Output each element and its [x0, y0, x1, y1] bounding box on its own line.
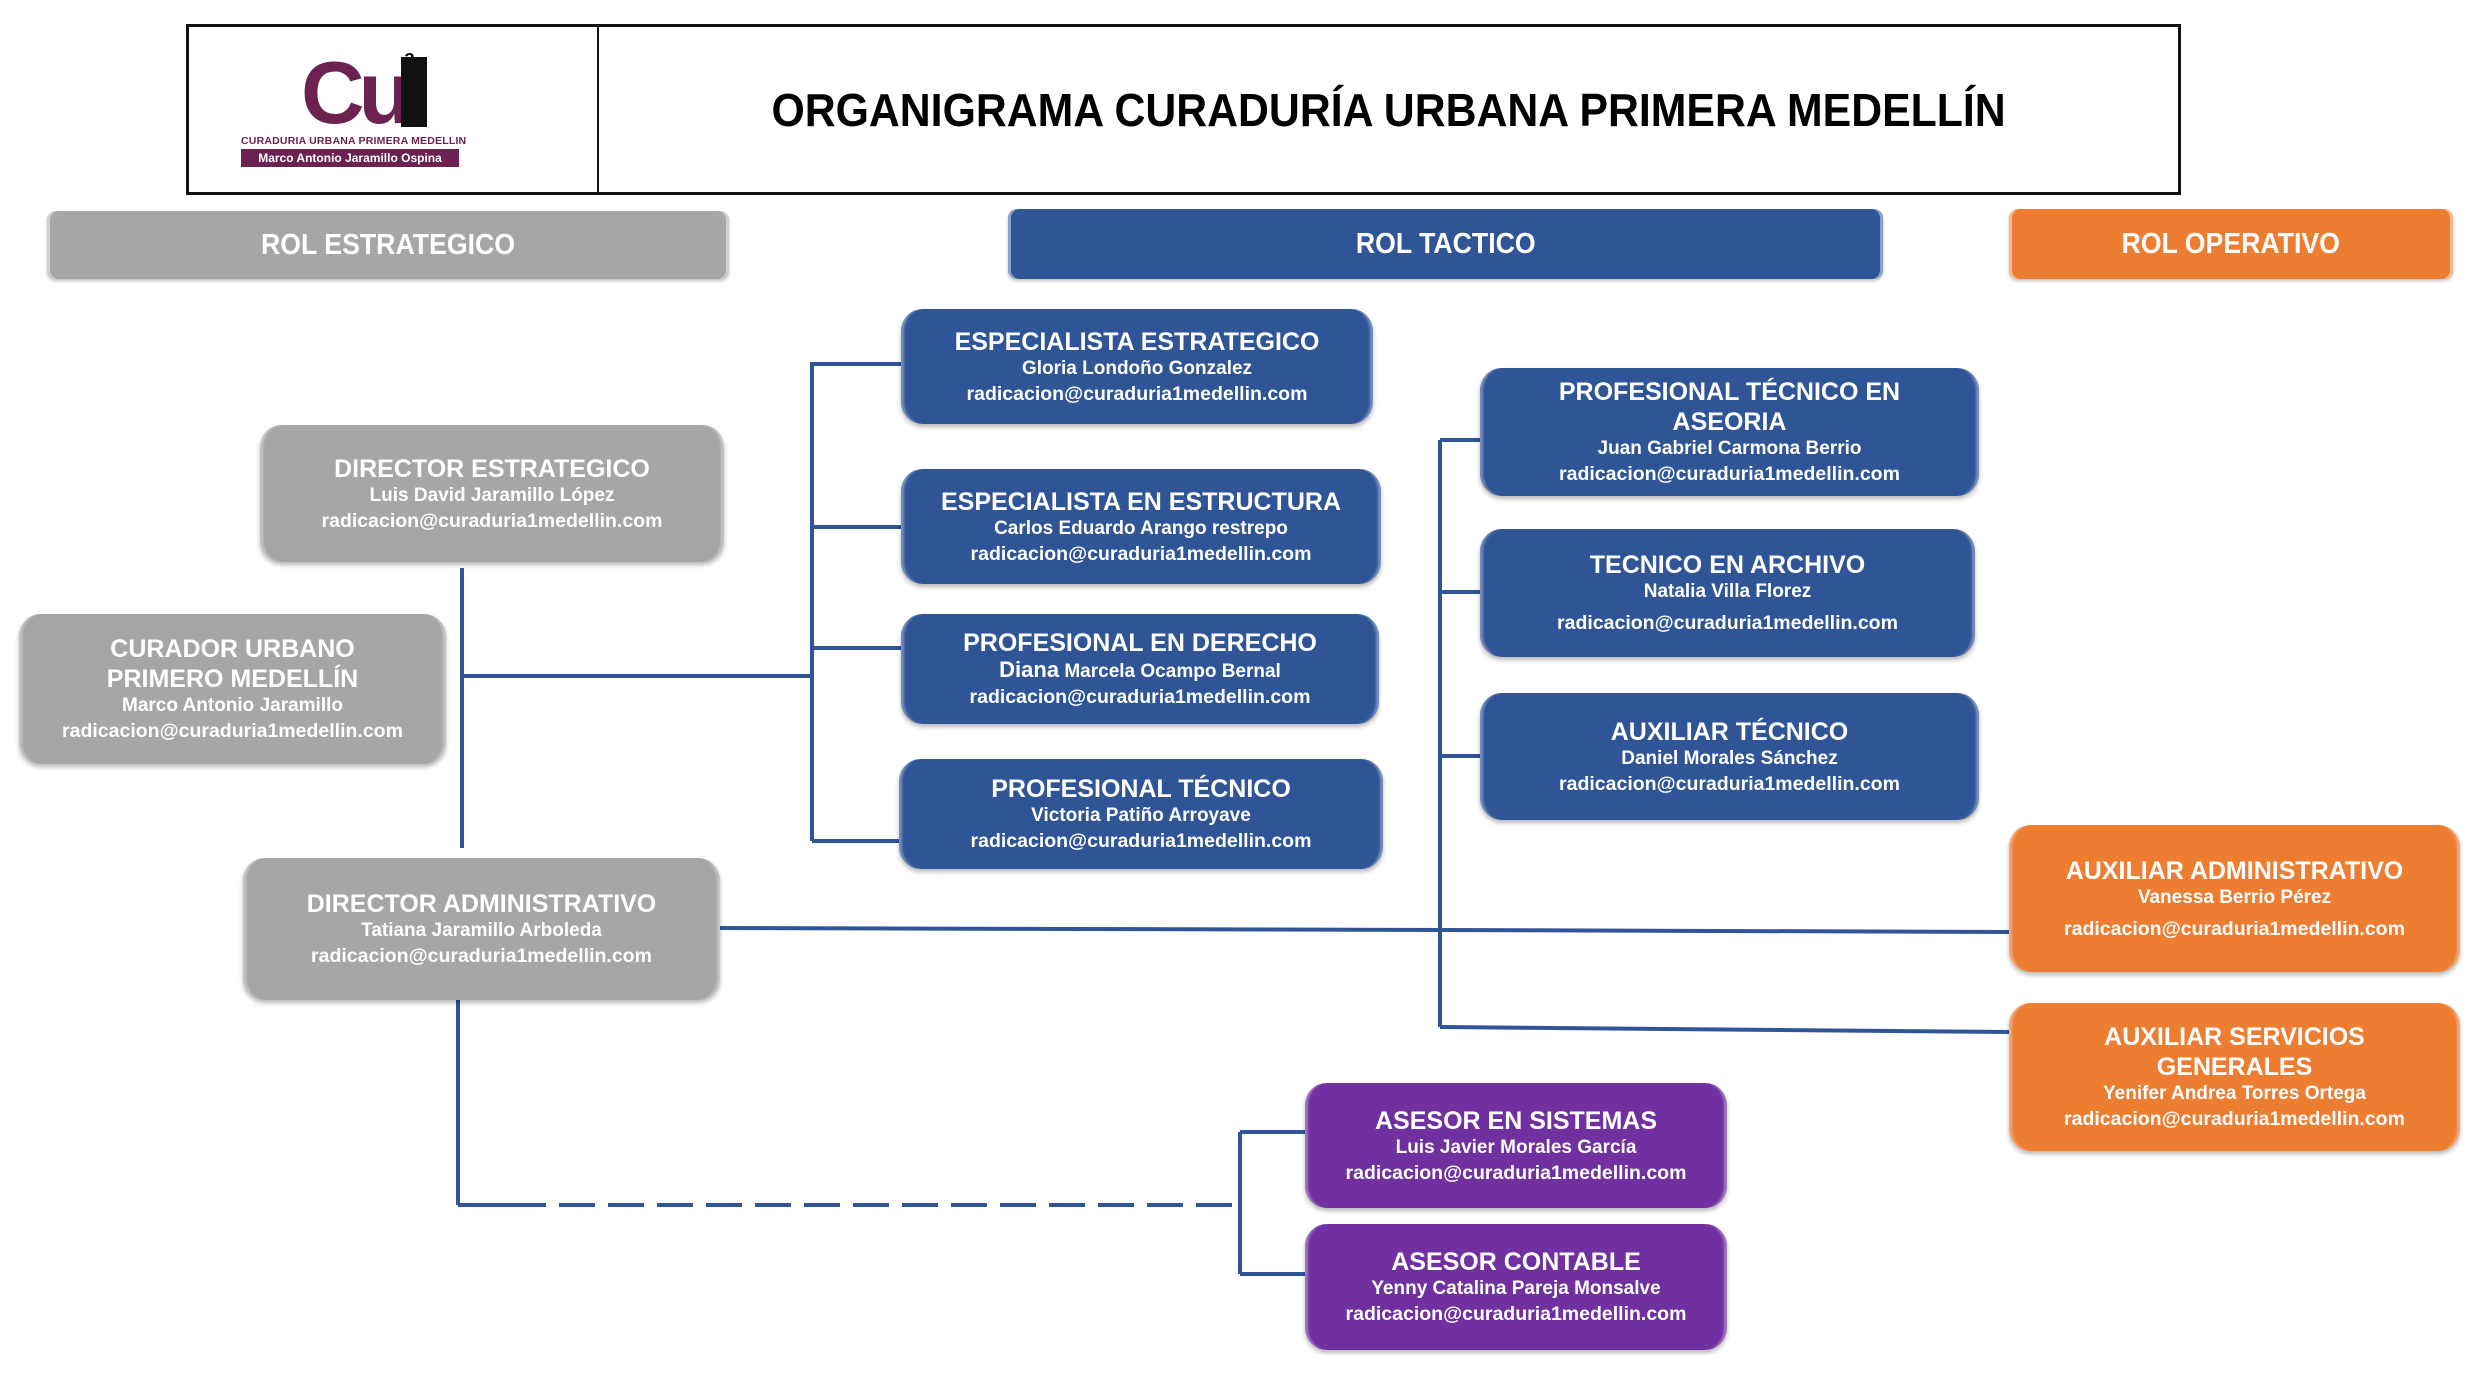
- role-strategic-label: ROL ESTRATEGICO: [261, 228, 515, 261]
- node-email: radicacion@curaduria1medellin.com: [321, 509, 663, 532]
- role-tactical: ROL TACTICO: [1008, 209, 1883, 279]
- node-tecnico-archivo[interactable]: TECNICO EN ARCHIVO Natalia Villa Florez …: [1480, 529, 1975, 657]
- node-title: DIRECTOR ADMINISTRATIVO: [306, 890, 657, 918]
- node-title-line2: GENERALES: [2156, 1053, 2313, 1081]
- logo-number-block: [401, 57, 427, 127]
- node-title: AUXILIAR TÉCNICO: [1610, 717, 1849, 746]
- node-person: Luis Javier Morales García: [1395, 1136, 1637, 1158]
- node-person: Victoria Patiño Arroyave: [1031, 805, 1251, 826]
- node-title: AUXILIAR ADMINISTRATIVO: [2065, 856, 2404, 885]
- node-person: Gloria Londoño Gonzalez: [1021, 357, 1253, 379]
- connector-auxiliar-servicios: [1439, 1025, 2011, 1034]
- node-email: radicacion@curaduria1medellin.com: [1557, 612, 1898, 634]
- node-asesor-sistemas[interactable]: ASESOR EN SISTEMAS Luis Javier Morales G…: [1305, 1083, 1727, 1208]
- node-auxiliar-servicios-generales[interactable]: AUXILIAR SERVICIOS GENERALES Yenifer And…: [2009, 1003, 2460, 1151]
- logo-subtitle: CURADURIA URBANA PRIMERA MEDELLIN: [241, 135, 467, 147]
- role-operative: ROL OPERATIVO: [2009, 209, 2453, 279]
- node-person: Juan Gabriel Carmona Berrio: [1597, 438, 1862, 459]
- node-person: Vanessa Berrio Pérez: [2137, 886, 2332, 908]
- node-email: radicacion@curaduria1medellin.com: [1345, 1161, 1687, 1184]
- node-title: ASESOR EN SISTEMAS: [1375, 1106, 1657, 1135]
- node-title: ASESOR CONTABLE: [1391, 1248, 1641, 1276]
- node-email: radicacion@curaduria1medellin.com: [2064, 917, 2405, 940]
- node-email: radicacion@curaduria1medellin.com: [311, 945, 652, 967]
- node-especialista-estructura[interactable]: ESPECIALISTA EN ESTRUCTURA Carlos Eduard…: [901, 469, 1381, 584]
- logo-mark: Cu a: [301, 47, 427, 137]
- node-title-line1: AUXILIAR SERVICIOS: [2104, 1023, 2365, 1051]
- node-person: Carlos Eduardo Arango restrepo: [994, 517, 1288, 539]
- node-email: radicacion@curaduria1medellin.com: [1559, 772, 1900, 795]
- node-title-line2: PRIMERO MEDELLÍN: [106, 665, 359, 693]
- node-title: PROFESIONAL EN DERECHO: [963, 629, 1317, 657]
- node-director-administrativo[interactable]: DIRECTOR ADMINISTRATIVO Tatiana Jaramill…: [243, 858, 720, 1000]
- node-email: radicacion@curaduria1medellin.com: [1345, 1303, 1687, 1325]
- node-title: ESPECIALISTA EN ESTRUCTURA: [940, 487, 1342, 516]
- node-email: radicacion@curaduria1medellin.com: [970, 542, 1312, 565]
- connector-admin-auxiliar-administrativo: [719, 926, 2011, 934]
- node-email: radicacion@curaduria1medellin.com: [2064, 1108, 2405, 1130]
- node-email: radicacion@curaduria1medellin.com: [970, 830, 1312, 852]
- node-person: Luis David Jaramillo López: [369, 484, 615, 506]
- node-person: Natalia Villa Florez: [1643, 581, 1812, 602]
- node-title-line1: PROFESIONAL TÉCNICO EN: [1558, 378, 1901, 406]
- node-profesional-tecnico-aseoria[interactable]: PROFESIONAL TÉCNICO EN ASEORIA Juan Gabr…: [1480, 368, 1979, 496]
- logo-superscript: a: [404, 47, 416, 69]
- node-curador[interactable]: CURADOR URBANO PRIMERO MEDELLÍN Marco An…: [19, 614, 446, 764]
- node-person: Diana Marcela Ocampo Bernal: [999, 658, 1281, 684]
- role-tactical-label: ROL TACTICO: [1355, 227, 1536, 260]
- node-profesional-derecho[interactable]: PROFESIONAL EN DERECHO Diana Marcela Oca…: [901, 614, 1379, 724]
- node-title: ESPECIALISTA ESTRATEGICO: [954, 327, 1320, 356]
- node-title: TECNICO EN ARCHIVO: [1589, 551, 1866, 579]
- node-email: radicacion@curaduria1medellin.com: [969, 686, 1311, 708]
- node-title: DIRECTOR ESTRATEGICO: [334, 454, 650, 483]
- role-strategic: ROL ESTRATEGICO: [47, 211, 729, 279]
- node-person: Tatiana Jaramillo Arboleda: [361, 920, 602, 941]
- header: Cu a CURADURIA URBANA PRIMERA MEDELLIN M…: [186, 24, 2181, 195]
- node-person-rest: Marcela Ocampo Bernal: [1059, 661, 1281, 682]
- node-title-line2: ASEORIA: [1672, 408, 1787, 436]
- node-asesor-contable[interactable]: ASESOR CONTABLE Yenny Catalina Pareja Mo…: [1305, 1224, 1727, 1350]
- node-especialista-estrategico[interactable]: ESPECIALISTA ESTRATEGICO Gloria Londoño …: [901, 309, 1373, 424]
- page-title: ORGANIGRAMA CURADURÍA URBANA PRIMERA MED…: [771, 83, 2006, 136]
- node-email: radicacion@curaduria1medellin.com: [1559, 463, 1900, 485]
- node-person: Marco Antonio Jaramillo: [122, 695, 343, 716]
- node-title-line1: CURADOR URBANO: [110, 635, 355, 663]
- role-operative-label: ROL OPERATIVO: [2121, 227, 2341, 260]
- node-person: Daniel Morales Sánchez: [1621, 747, 1838, 769]
- node-person: Yenny Catalina Pareja Monsalve: [1371, 1278, 1661, 1299]
- node-auxiliar-administrativo[interactable]: AUXILIAR ADMINISTRATIVO Vanessa Berrio P…: [2009, 825, 2460, 972]
- node-person: Yenifer Andrea Torres Ortega: [2103, 1083, 2366, 1104]
- node-profesional-tecnico[interactable]: PROFESIONAL TÉCNICO Victoria Patiño Arro…: [899, 759, 1383, 869]
- logo-cell: Cu a CURADURIA URBANA PRIMERA MEDELLIN M…: [189, 27, 599, 192]
- node-email: radicacion@curaduria1medellin.com: [966, 382, 1308, 405]
- node-director-estrategico[interactable]: DIRECTOR ESTRATEGICO Luis David Jaramill…: [260, 425, 724, 562]
- title-cell: ORGANIGRAMA CURADURÍA URBANA PRIMERA MED…: [599, 27, 2178, 192]
- logo-owner: Marco Antonio Jaramillo Ospina: [241, 149, 459, 167]
- node-person-first: Diana: [999, 657, 1060, 682]
- node-email: radicacion@curaduria1medellin.com: [62, 720, 403, 742]
- node-title: PROFESIONAL TÉCNICO: [991, 775, 1291, 803]
- logo: Cu a CURADURIA URBANA PRIMERA MEDELLIN M…: [241, 47, 471, 177]
- node-auxiliar-tecnico[interactable]: AUXILIAR TÉCNICO Daniel Morales Sánchez …: [1480, 693, 1979, 820]
- logo-text: Cu: [301, 43, 412, 142]
